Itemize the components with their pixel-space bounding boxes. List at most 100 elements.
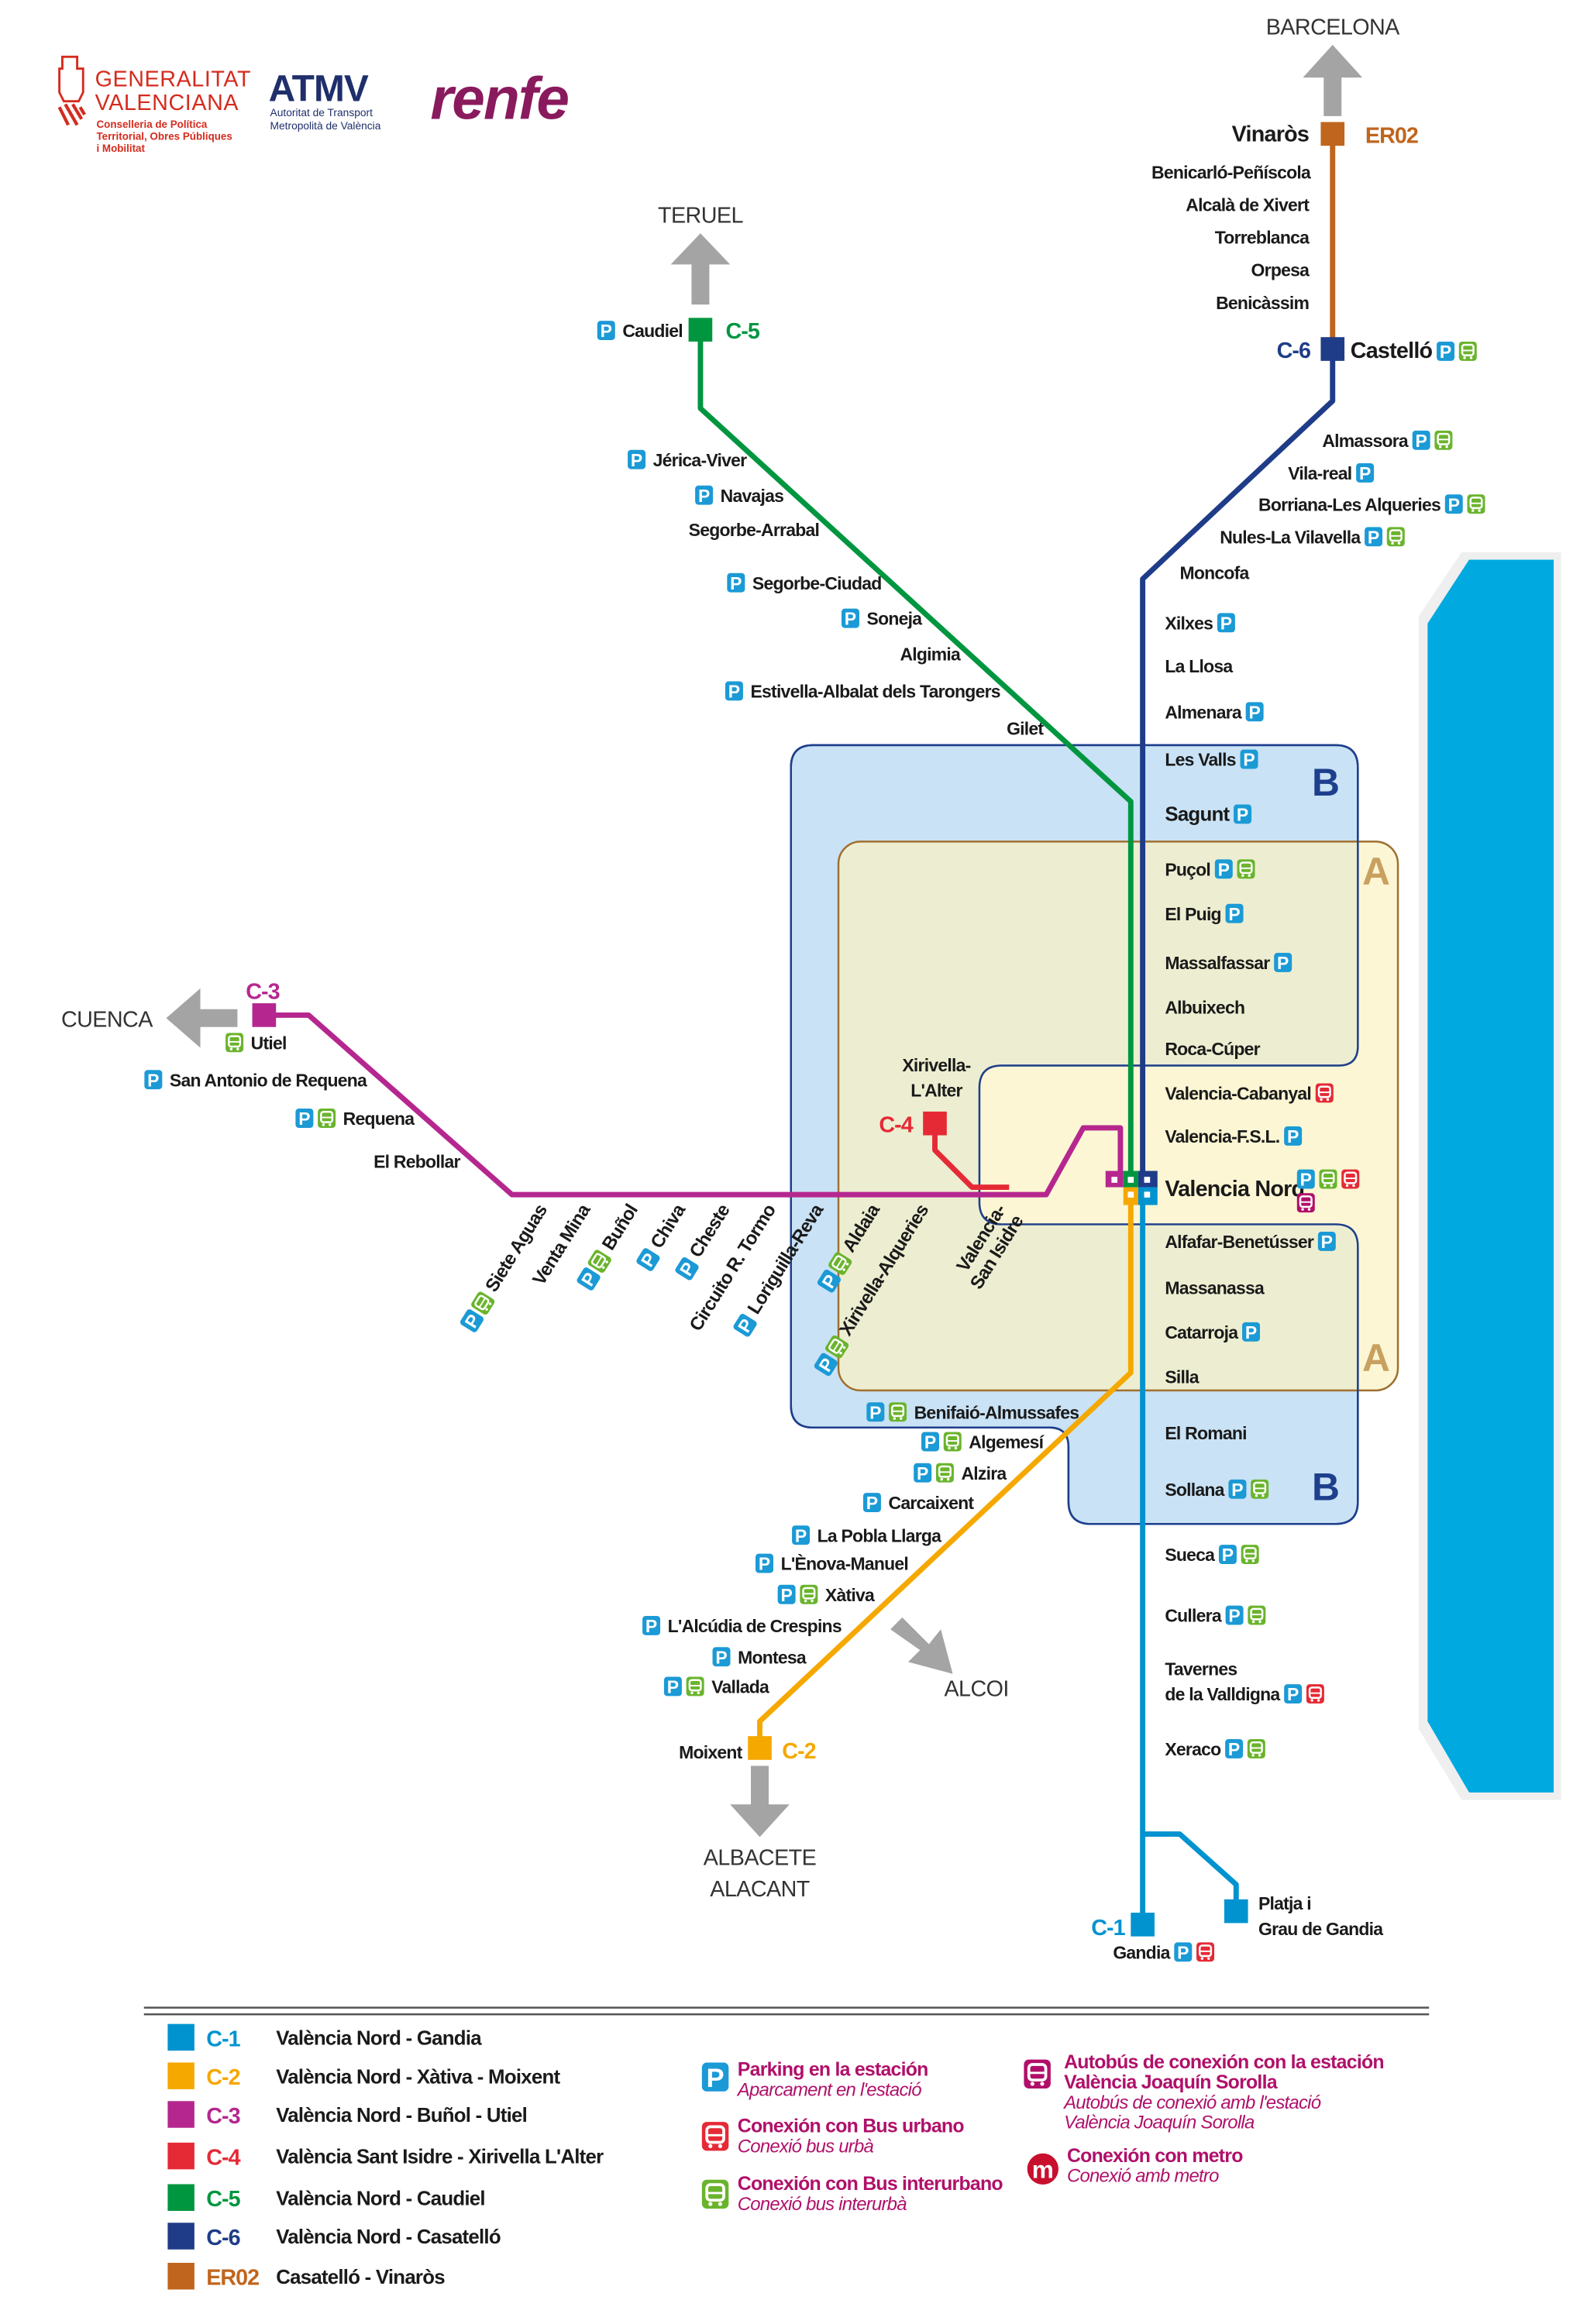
- station-valencia-cabanyal[interactable]: Valencia-Cabanyal: [1165, 1083, 1334, 1104]
- station-alcala-de-xivert[interactable]: Alcalà de Xivert: [1186, 194, 1310, 215]
- svg-text:P: P: [1368, 527, 1379, 547]
- zone-b-label: B: [1312, 1466, 1340, 1509]
- svg-text:P: P: [1231, 1480, 1243, 1500]
- station-label: Navajas: [721, 486, 783, 506]
- station-benicassim[interactable]: Benicàssim: [1216, 293, 1310, 313]
- station-jerica-viver[interactable]: Jérica-Viver P: [628, 449, 748, 470]
- station-label: Borriana-Les Alqueries: [1258, 494, 1440, 514]
- destination-barcelona: BARCELONA: [1266, 15, 1400, 40]
- station-torreblanca[interactable]: Torreblanca: [1215, 228, 1310, 248]
- station-el-rebollar[interactable]: El Rebollar: [373, 1152, 461, 1172]
- station-label: Xirivella-: [902, 1055, 970, 1075]
- svg-text:P: P: [1415, 431, 1427, 451]
- station-label: L'Alter: [910, 1081, 962, 1101]
- station-xirivella-l-alter[interactable]: Xirivella- L'Alter: [902, 1055, 971, 1101]
- station-moncofa[interactable]: Moncofa: [1180, 562, 1251, 583]
- arrow-up-icon: [1303, 44, 1363, 116]
- station-label: Moncofa: [1180, 562, 1250, 583]
- bus-interurban-icon: [1241, 1545, 1259, 1564]
- station-utiel[interactable]: Utiel: [225, 1033, 287, 1053]
- svg-text:P: P: [759, 1554, 770, 1574]
- station-label: Alcalà de Xivert: [1186, 194, 1310, 215]
- station-la-llosa[interactable]: La Llosa: [1165, 656, 1234, 676]
- station-label: Jérica-Viver: [653, 450, 747, 470]
- station-orpesa[interactable]: Orpesa: [1251, 260, 1310, 280]
- station-label: Buñol: [598, 1201, 642, 1254]
- station-circuito-r-tormo[interactable]: Circuito R. Tormo: [686, 1201, 780, 1335]
- station-massanassa[interactable]: Massanassa: [1165, 1277, 1265, 1298]
- station-moixent[interactable]: Moixent: [679, 1742, 743, 1762]
- station-roca-cuper[interactable]: Roca-Cúper: [1165, 1039, 1261, 1059]
- parking-icon: P: [1245, 702, 1264, 722]
- parking-icon: P: [725, 681, 743, 702]
- zone-a-label: A: [1362, 850, 1390, 893]
- station-benicarlo-peniscola[interactable]: Benicarló-Peñíscola: [1151, 162, 1312, 182]
- legend-service-subtitle: Conexió bus urbà: [738, 2136, 874, 2157]
- station-borriana-les-alqueries[interactable]: Borriana-Les Alqueries P: [1258, 494, 1485, 514]
- bus-interurban-icon: [686, 1676, 704, 1697]
- line-c6: [1140, 349, 1336, 1180]
- station-valencia-f-s-l[interactable]: Valencia-F.S.L.P: [1165, 1126, 1303, 1147]
- station-vinaros[interactable]: Vinaròs: [1232, 122, 1310, 146]
- zone-b-outline: [790, 744, 1359, 1525]
- legend-service-title: Conexión con Bus interurbano: [738, 2173, 1003, 2195]
- legend-line-name: Casatelló - Vinaròs: [276, 2267, 445, 2288]
- svg-text:P: P: [645, 1616, 657, 1636]
- parking-icon: P: [628, 449, 646, 470]
- station-segorbe-arrabal[interactable]: Segorbe-Arrabal: [689, 520, 820, 540]
- terminal-caudiel: [688, 318, 713, 342]
- station-el-romani[interactable]: El Romani: [1165, 1423, 1247, 1443]
- station-albuixech[interactable]: Albuixech: [1165, 997, 1245, 1017]
- station-silla[interactable]: Silla: [1165, 1367, 1200, 1387]
- svg-text:P: P: [1448, 494, 1460, 514]
- bus-interurban-icon: [828, 1252, 852, 1275]
- station-label: Vinaròs: [1232, 122, 1309, 146]
- parking-icon: P: [642, 1616, 661, 1636]
- station-gilet[interactable]: Gilet: [1007, 718, 1045, 738]
- station-algimia[interactable]: Algimia: [900, 645, 961, 665]
- legend-line-code: ER02: [206, 2266, 259, 2291]
